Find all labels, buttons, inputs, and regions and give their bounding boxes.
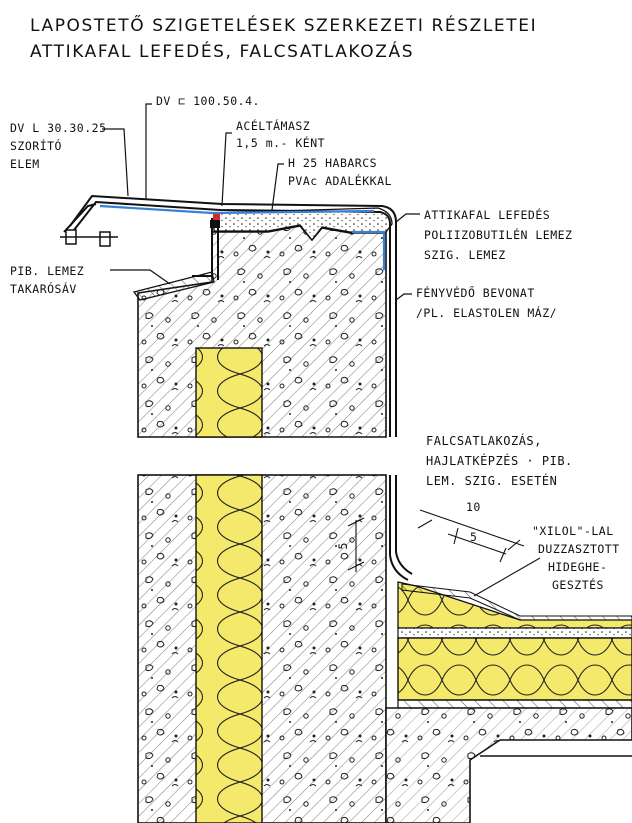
- pib-membrane: [99, 204, 386, 270]
- wall-insulation-upper: [195, 347, 263, 438]
- label-gesztes: GESZTÉS: [552, 578, 604, 592]
- steel-support: [210, 220, 220, 228]
- title-line-1: LAPOSTETŐ SZIGETELÉSEK SZERKEZETI RÉSZLE…: [30, 16, 538, 36]
- coping-sheet-metal: [63, 194, 397, 437]
- label-pvac: PVAc ADALÉKKAL: [288, 174, 392, 188]
- wall-insulation-lower: [195, 474, 263, 823]
- label-lem-szig: LEM. SZIG. ESETÉN: [426, 474, 558, 488]
- label-szorito: SZORÍTÓ: [10, 139, 62, 153]
- dimension-diagonal: [417, 509, 541, 597]
- label-acel: ACÉLTÁMASZ: [236, 119, 311, 133]
- label-hajlatkepzes: HAJLATKÉPZÉS · PIB.: [426, 454, 573, 468]
- label-elastolen: /PL. ELASTOLEN MÁZ/: [416, 306, 558, 320]
- label-attika: ATTIKAFAL LEFEDÉS: [424, 208, 551, 222]
- title-line-2: ATTIKAFAL LEFEDÉS, FALCSATLAKOZÁS: [30, 42, 415, 62]
- clamp-bolts: [60, 229, 118, 247]
- label-hideghe: HIDEGHE-: [548, 560, 608, 574]
- label-dv-c: DV ⊏ 100.50.4.: [156, 94, 260, 108]
- dimension-label-10: 10: [466, 500, 481, 514]
- dimension-label-5-diag: 5: [470, 530, 478, 544]
- lower-wall: [137, 474, 413, 823]
- dimension-5-vertical: [347, 517, 365, 572]
- label-takarosav: TAKARÓSÁV: [10, 282, 77, 296]
- label-fenyvedo: FÉNYVÉDŐ BEVONAT: [416, 286, 535, 300]
- dimension-label-5-vert: 5: [335, 542, 350, 550]
- leader-lines: [102, 103, 420, 301]
- sealant-mark: [213, 214, 220, 221]
- mortar-bed: [213, 207, 393, 242]
- label-falcsatlakozas: FALCSATLAKOZÁS,: [426, 434, 542, 448]
- label-acel-spacing: 1,5 m.- KÉNT: [236, 136, 326, 150]
- label-h25: H 25 HABARCS: [288, 156, 378, 170]
- label-dv-l: DV L 30.30.25: [10, 121, 107, 135]
- label-szig-lemez: SZIG. LEMEZ: [424, 248, 506, 262]
- label-elem: ELEM: [10, 157, 40, 171]
- label-poliizobutilen: POLIIZOBUTILÉN LEMEZ: [424, 228, 573, 242]
- label-duzzasztott: DUZZASZTOTT: [538, 542, 620, 556]
- roof-buildup: [385, 581, 632, 823]
- pib-cover-strip: [132, 271, 215, 301]
- parapet-wall: [137, 225, 387, 438]
- label-xilol: "XILOL"-LAL: [532, 524, 614, 538]
- label-pib-lemez: PIB. LEMEZ: [10, 264, 85, 278]
